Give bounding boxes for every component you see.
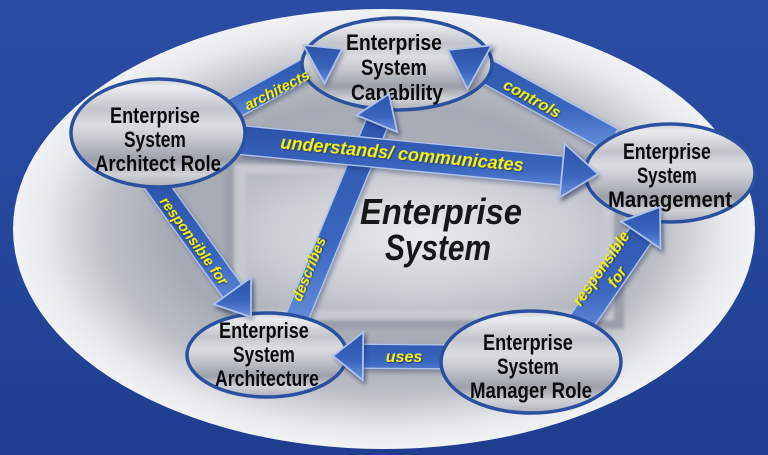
- node-architect-role: Enterprise System Architect Role: [69, 77, 247, 189]
- edge-understands-communicates-arrowhead: [558, 141, 600, 200]
- node-management-line-1: Enterprise: [623, 139, 711, 164]
- node-architecture-label: Enterprise System Architecture: [215, 318, 319, 391]
- node-manager-role-label: Enterprise System Manager Role: [470, 330, 592, 403]
- node-manager-role-line-1: Enterprise: [483, 330, 573, 355]
- node-capability-line-2: System: [361, 55, 427, 80]
- node-architect-role-line-2: System: [124, 127, 186, 152]
- edge-responsible-for-left-arrowhead: [211, 275, 252, 319]
- edge-responsible-for-right-arrowhead: [619, 205, 662, 251]
- node-capability: Enterprise System Capability: [300, 16, 494, 112]
- node-management: Enterprise System Management: [583, 122, 757, 224]
- node-architecture: Enterprise System Architecture: [185, 311, 349, 399]
- node-management-line-3: Management: [608, 187, 733, 212]
- node-architect-role-ellipse: [69, 77, 247, 189]
- node-architect-role-label: Enterprise System Architect Role: [95, 103, 221, 176]
- edge-uses-label: uses: [386, 349, 423, 366]
- node-manager-role-line-3: Manager Role: [470, 378, 592, 403]
- node-architect-role-line-1: Enterprise: [110, 103, 200, 128]
- nodes-layer: Enterprise System Capability Enterprise …: [69, 16, 757, 415]
- node-manager-role: Enterprise System Manager Role: [439, 309, 623, 415]
- diagram-title: Enterprise System: [360, 191, 522, 268]
- center-bevel-panel: [224, 155, 624, 329]
- node-manager-role-ellipse: [439, 309, 623, 415]
- node-architecture-line-3: Architecture: [215, 366, 319, 391]
- arrow-heads-layer: [211, 44, 662, 383]
- node-capability-line-1: Enterprise: [346, 30, 442, 55]
- node-management-line-2: System: [637, 163, 697, 188]
- node-capability-label: Enterprise System Capability: [346, 30, 448, 105]
- node-architecture-line-2: System: [233, 342, 295, 367]
- title-line-1: Enterprise: [360, 191, 522, 232]
- node-capability-ellipse: [300, 16, 494, 112]
- node-manager-role-line-2: System: [497, 354, 559, 379]
- edge-describes-arrowhead: [354, 92, 399, 134]
- node-architecture-line-1: Enterprise: [219, 318, 309, 343]
- edge-uses-arrowhead: [331, 330, 365, 383]
- node-capability-line-3: Capability: [351, 80, 444, 105]
- edge-architects-arrowhead: [301, 44, 344, 86]
- title-line-2: System: [385, 227, 491, 268]
- node-management-label: Enterprise System Management: [608, 139, 733, 212]
- edge-controls-arrowhead: [446, 44, 494, 92]
- node-architect-role-line-3: Architect Role: [95, 151, 221, 176]
